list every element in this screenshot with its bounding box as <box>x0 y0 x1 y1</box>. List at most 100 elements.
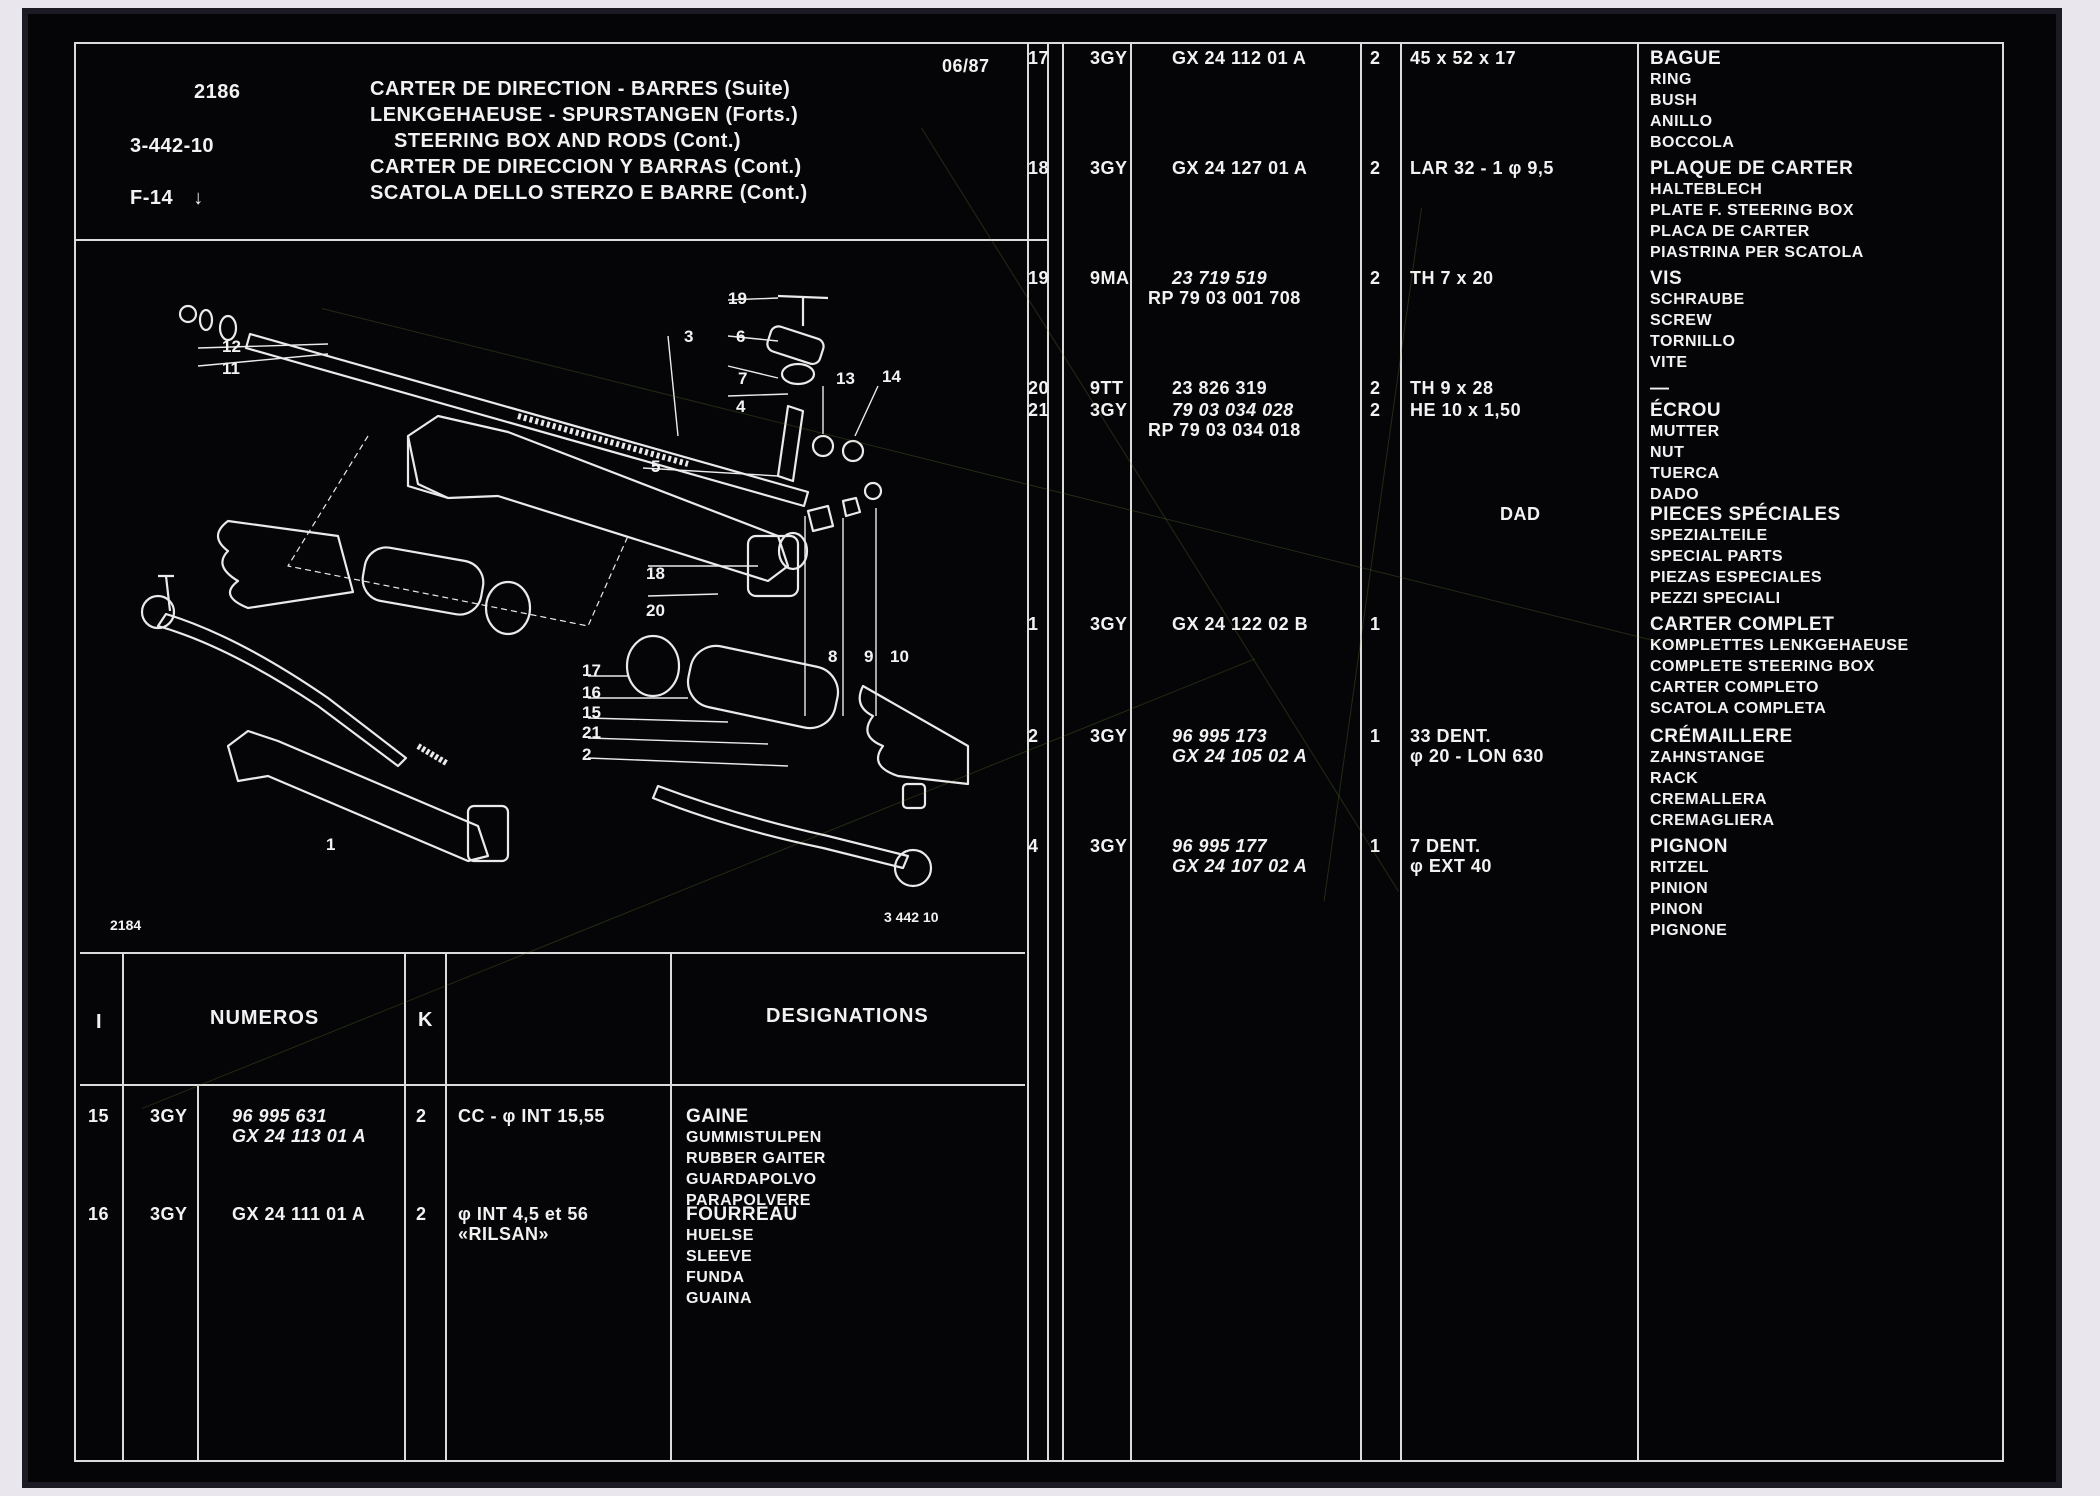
diagram-code-left: 2184 <box>110 917 141 933</box>
parts-catalog-sheet: 2186 3-442-10 F-14 ↓ 06/87 CARTER DE DIR… <box>22 8 2062 1488</box>
callout-19: 19 <box>728 289 747 308</box>
designation-translation: PLACA DE CARTER <box>1650 223 1810 240</box>
callout-8: 8 <box>828 647 837 666</box>
page-title-block: CARTER DE DIRECTION - BARRES (Suite) LEN… <box>370 76 808 206</box>
row-code: 3GY <box>1090 836 1128 856</box>
designation-translation: TUERCA <box>1650 465 1720 482</box>
designation-translation: PIASTRINA PER SCATOLA <box>1650 244 1864 261</box>
designation-translation: TORNILLO <box>1650 333 1736 350</box>
washer-13 <box>811 434 835 458</box>
row-qty: 2 <box>416 1106 427 1126</box>
designation-title: — <box>1650 378 1670 399</box>
right-col-4 <box>1400 42 1402 1462</box>
callout-21: 21 <box>582 723 601 742</box>
frame-left <box>74 42 76 1462</box>
designation-translation: NUT <box>1650 444 1685 461</box>
row-qty: 2 <box>1370 48 1381 68</box>
col-header-index: I <box>96 1011 103 1033</box>
designation-title: ÉCROU <box>1650 400 1722 421</box>
row-spec: 33 DENT. <box>1410 726 1492 746</box>
callout-15: 15 <box>582 703 601 722</box>
box-complete-end <box>466 804 510 863</box>
row-spec: CC - φ INT 15,55 <box>458 1106 605 1126</box>
designation-translation: VITE <box>1650 354 1688 371</box>
arrow-down-icon: ↓ <box>193 187 204 209</box>
pinion-screw <box>777 294 829 326</box>
col-header-designations: DESIGNATIONS <box>766 1005 929 1027</box>
title-es: CARTER DE DIRECCION Y BARRAS (Cont.) <box>370 156 802 178</box>
designation-title: GAINE <box>686 1106 749 1127</box>
callout-5: 5 <box>651 457 660 476</box>
designation-translation: CREMALLERA <box>1650 791 1767 808</box>
row-index: 2 <box>1028 726 1039 746</box>
left-col-5 <box>670 952 672 1462</box>
gaiter-right <box>858 684 970 786</box>
row-spec: φ EXT 40 <box>1410 856 1492 876</box>
gaiter-left <box>216 519 355 610</box>
part-number: 96 995 631 <box>232 1106 328 1126</box>
right-col-1 <box>1062 42 1064 1462</box>
designation-translation: RING <box>1650 71 1692 88</box>
part-number-alt: GX 24 113 01 A <box>232 1126 367 1146</box>
designation-translation: SPECIAL PARTS <box>1650 548 1784 565</box>
sleeve-16 <box>686 644 840 730</box>
frame-right <box>2002 42 2004 1462</box>
designation-translation: COMPLETE STEERING BOX <box>1650 658 1875 675</box>
tie-rod-right <box>651 784 910 870</box>
part-number: 79 03 034 028 <box>1172 400 1294 420</box>
table-top <box>80 952 1025 954</box>
part-number: 23 826 319 <box>1172 378 1268 398</box>
row-spec: TH 7 x 20 <box>1410 268 1494 288</box>
row-spec: φ 20 - LON 630 <box>1410 746 1544 766</box>
row-spec: DAD <box>1500 504 1541 524</box>
right-col-5 <box>1637 42 1639 1462</box>
designation-translation: PIGNONE <box>1650 922 1728 939</box>
designation-title: BAGUE <box>1650 48 1722 69</box>
pinion-nut <box>780 362 816 386</box>
scratch-mark <box>1323 207 1422 902</box>
part-number: GX 24 112 01 A <box>1172 48 1307 68</box>
designation-translation: SCREW <box>1650 312 1713 329</box>
washer-14 <box>841 439 865 463</box>
designation-translation: HUELSE <box>686 1227 754 1244</box>
sub-ref: F-14 ↓ <box>130 188 204 209</box>
row-index: 21 <box>1028 400 1050 420</box>
designation-translation: DADO <box>1650 486 1700 503</box>
date-code: 06/87 <box>942 56 990 76</box>
designation-translation: CARTER COMPLETO <box>1650 679 1819 696</box>
designation-translation: PIEZAS ESPECIALES <box>1650 569 1823 586</box>
title-de: LENKGEHAEUSE - SPURSTANGEN (Forts.) <box>370 104 799 126</box>
pinion <box>776 404 805 483</box>
row-code: 3GY <box>1090 614 1128 634</box>
part-number-alt: GX 24 107 02 A <box>1172 856 1308 876</box>
designation-translation: GUMMISTULPEN <box>686 1129 822 1146</box>
row-qty: 1 <box>1370 726 1381 746</box>
callout-2: 2 <box>582 745 591 764</box>
callout-9: 9 <box>864 647 873 666</box>
plate-6 <box>766 325 825 366</box>
part-number-alt: RP 79 03 001 708 <box>1148 288 1301 308</box>
tie-rod-left <box>156 612 408 768</box>
title-en: STEERING BOX AND RODS (Cont.) <box>394 130 742 152</box>
row-code: 3GY <box>1090 400 1128 420</box>
row-spec: «RILSAN» <box>458 1224 550 1244</box>
left-col-3 <box>404 952 406 1462</box>
callout-10: 10 <box>890 647 909 666</box>
row-qty: 2 <box>1370 378 1381 398</box>
callout-16: 16 <box>582 683 601 702</box>
designation-translation: HALTEBLECH <box>1650 181 1763 198</box>
row-index: 4 <box>1028 836 1039 856</box>
leader-lines <box>197 297 879 767</box>
row-index: 15 <box>88 1106 110 1126</box>
part-number: GX 24 127 01 A <box>1172 158 1308 178</box>
designation-translation: SCATOLA COMPLETA <box>1650 700 1827 717</box>
header-divider <box>74 239 1049 241</box>
row-qty: 2 <box>416 1204 427 1224</box>
bush-8 <box>806 504 835 533</box>
row-spec: 7 DENT. <box>1410 836 1481 856</box>
row-qty: 1 <box>1370 836 1381 856</box>
sleeve-left <box>361 546 485 616</box>
designation-title: CARTER COMPLET <box>1650 614 1835 635</box>
callout-6: 6 <box>736 327 745 346</box>
designation-translation: SCHRAUBE <box>1650 291 1745 308</box>
